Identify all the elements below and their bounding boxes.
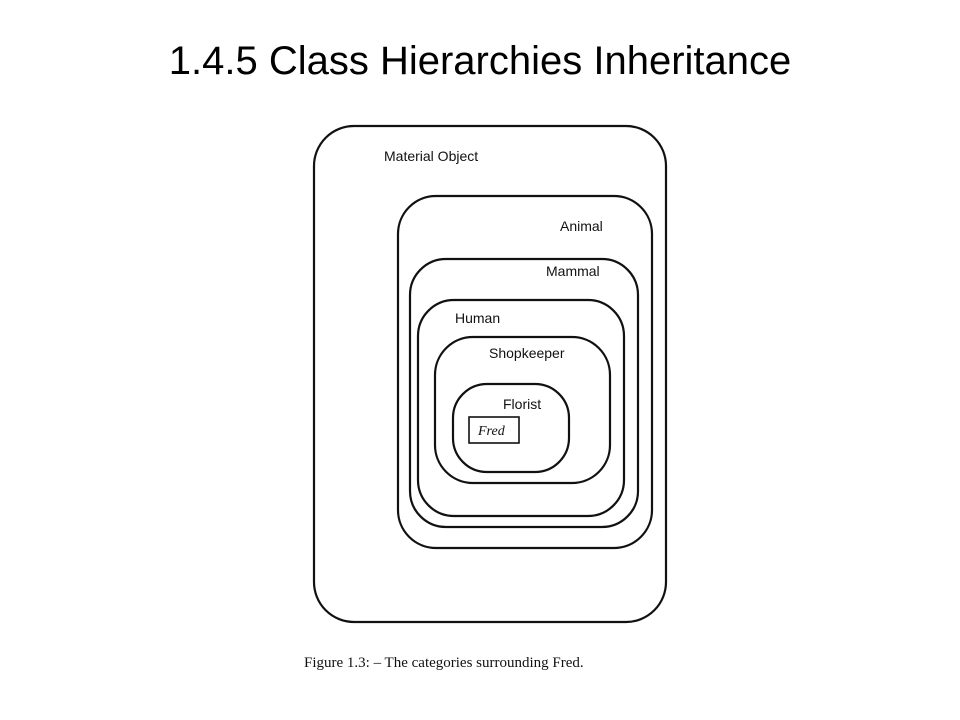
- human-box: [416, 298, 626, 518]
- fred-label: Fred: [477, 424, 506, 439]
- figure-caption: Figure 1.3: – The categories surrounding…: [304, 655, 584, 671]
- mammal-box: [408, 257, 640, 529]
- animal-label: Animal: [560, 218, 603, 234]
- florist-box: [451, 382, 571, 474]
- material-object-box: [312, 124, 668, 624]
- florist-label: Florist: [503, 396, 541, 412]
- shopkeeper-label: Shopkeeper: [489, 345, 565, 361]
- human-label: Human: [455, 310, 500, 326]
- shopkeeper-box: [433, 335, 612, 485]
- animal-box: [396, 194, 654, 550]
- mammal-label: Mammal: [546, 263, 600, 279]
- slide-title: 1.4.5 Class Hierarchies Inheritance: [168, 39, 792, 83]
- fred-box: [468, 416, 520, 444]
- material-object-label: Material Object: [384, 148, 478, 164]
